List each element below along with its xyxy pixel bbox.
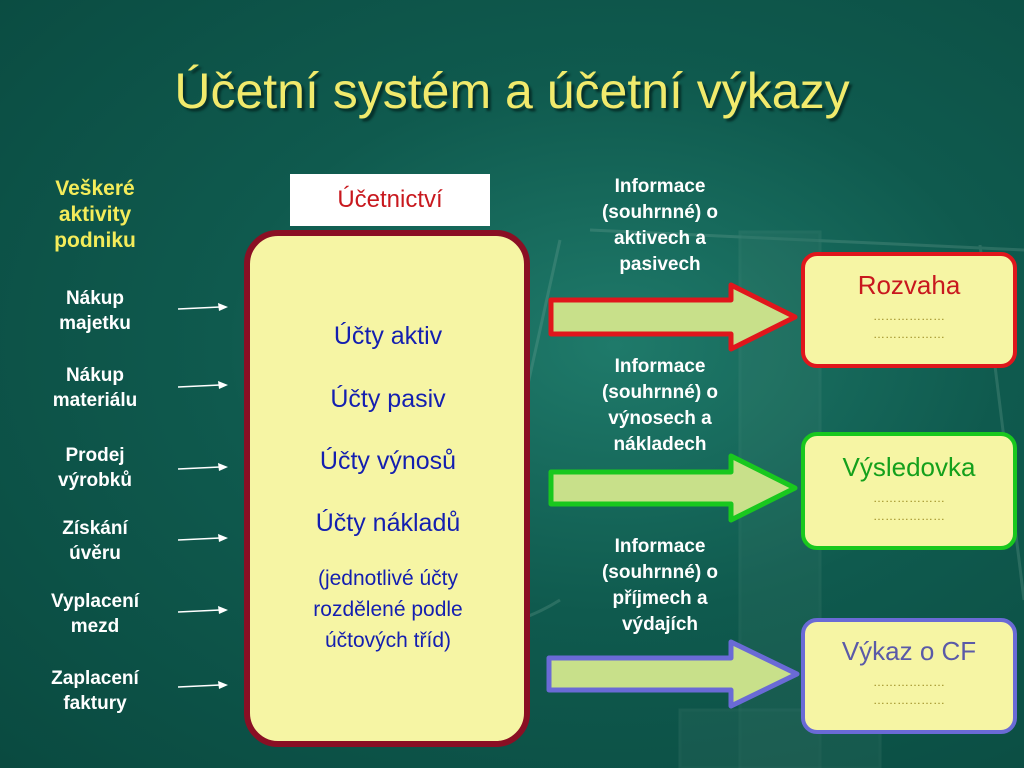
report-placeholder-dots: ………………	[873, 675, 945, 689]
activity-line: Prodej	[65, 445, 125, 466]
report-title: Rozvaha	[857, 270, 961, 300]
activities-heading-line: podniku	[54, 229, 136, 252]
info-line: nákladech	[613, 434, 707, 455]
info-line: (souhrnné) o	[601, 202, 719, 223]
activity-vyplaceni-mezd: Vyplacení mezd	[30, 589, 160, 639]
report-rozvaha: Rozvaha ……………… ………………	[801, 252, 1017, 368]
info-line: příjmech a	[612, 588, 708, 609]
account-vynosu: Účty výnosů	[319, 447, 457, 475]
account-nakladu: Účty nákladů	[315, 509, 461, 537]
report-placeholder-dots: ………………	[873, 693, 945, 707]
info-line: Informace	[614, 536, 706, 557]
activity-line: majetku	[59, 313, 131, 334]
activities-heading-line: aktivity	[58, 203, 132, 226]
report-placeholder-dots: ………………	[873, 491, 945, 505]
activity-line: Nákup	[65, 365, 125, 386]
slide-title: Účetní systém a účetní výkazy	[174, 63, 850, 119]
activities-heading: Veškeré aktivity podniku	[30, 176, 160, 254]
report-vysledovka: Výsledovka ……………… ………………	[801, 432, 1017, 550]
activities-heading-line: Veškeré	[55, 177, 135, 200]
accounting-box	[244, 230, 530, 747]
report-title: Výsledovka	[842, 452, 976, 482]
activity-arrow-icon	[178, 534, 228, 542]
accounts-note-line: účtových tříd)	[324, 629, 452, 652]
activity-nakup-majetku: Nákup majetku	[30, 286, 160, 336]
report-placeholder-dots: ………………	[873, 309, 945, 323]
accounts-note-line: rozdělené podle	[313, 598, 463, 621]
info-aktiva-pasiva: Informace (souhrnné) o aktivech a pasive…	[572, 174, 748, 278]
activity-line: Vyplacení	[50, 591, 139, 612]
accounts-note-line: (jednotlivé účty	[317, 567, 459, 590]
account-aktiv: Účty aktiv	[333, 322, 443, 350]
account-pasiv: Účty pasiv	[330, 385, 446, 413]
activity-arrow-icon	[178, 463, 228, 471]
activity-line: úvěru	[69, 543, 121, 564]
info-line: Informace	[614, 356, 706, 377]
report-title: Výkaz o CF	[841, 636, 977, 666]
info-line: výnosech a	[608, 408, 712, 429]
activity-line: materiálu	[52, 390, 138, 411]
activity-arrow-icon	[178, 606, 228, 614]
info-prijmy-vydaje: Informace (souhrnné) o příjmech a výdají…	[572, 534, 748, 638]
activity-arrow-icon	[178, 303, 228, 311]
accounts-note: (jednotlivé účty rozdělené podle účtovýc…	[262, 563, 514, 656]
activity-ziskani-uveru: Získání úvěru	[30, 516, 160, 566]
activity-zaplaceni-faktury: Zaplacení faktury	[30, 666, 160, 716]
activity-line: Nákup	[65, 288, 125, 309]
info-line: (souhrnné) o	[601, 382, 719, 403]
activity-nakup-materialu: Nákup materiálu	[30, 363, 160, 413]
report-vykaz-cf: Výkaz o CF ……………… ………………	[801, 618, 1017, 734]
activity-line: Získání	[62, 518, 128, 539]
arrow-to-rozvaha-icon	[548, 282, 798, 352]
info-line: výdajích	[621, 614, 699, 635]
report-placeholder-dots: ………………	[873, 327, 945, 341]
arrow-to-cashflow-icon	[546, 639, 800, 709]
activity-line: výrobků	[58, 470, 132, 491]
activity-line: faktury	[63, 693, 127, 714]
activity-line: mezd	[70, 616, 120, 637]
report-placeholder-dots: ………………	[873, 509, 945, 523]
arrow-to-vysledovka-icon	[548, 453, 798, 523]
activity-line: Zaplacení	[51, 668, 139, 689]
info-line: (souhrnné) o	[601, 562, 719, 583]
info-line: aktivech a	[614, 228, 706, 249]
activity-arrow-icon	[178, 681, 228, 689]
activity-arrow-icon	[178, 381, 228, 389]
info-vynosy-naklady: Informace (souhrnné) o výnosech a náklad…	[572, 354, 748, 458]
info-line: pasivech	[619, 254, 701, 275]
accounting-label: Účetnictví	[290, 174, 490, 226]
activity-prodej-vyrobku: Prodej výrobků	[30, 443, 160, 493]
info-line: Informace	[614, 176, 706, 197]
